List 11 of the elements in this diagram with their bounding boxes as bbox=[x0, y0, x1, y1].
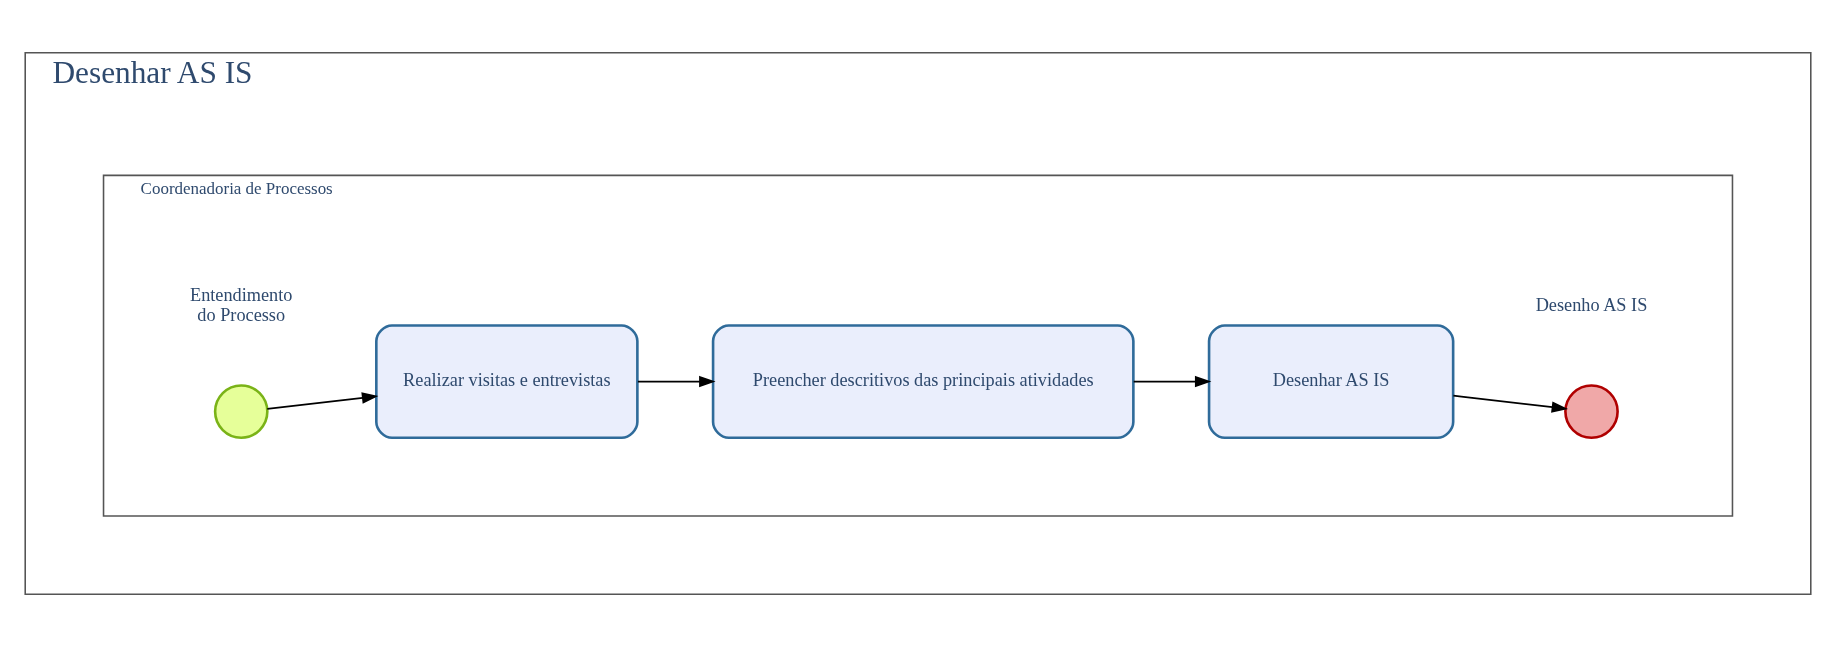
node-box: Realizar visitas e entrevistas bbox=[375, 324, 639, 439]
node-label: Entendimento do Processo bbox=[190, 284, 293, 325]
node-circle bbox=[1564, 384, 1619, 439]
arrow bbox=[266, 392, 379, 410]
node-label: Desenho AS IS bbox=[1535, 294, 1648, 315]
node-box: Desenhar AS IS bbox=[1207, 324, 1455, 439]
arrow bbox=[637, 375, 716, 388]
arrow bbox=[1132, 375, 1212, 388]
arrow bbox=[1452, 394, 1569, 413]
node-box: Preencher descritivos das principais atividades bbox=[711, 324, 1135, 439]
node-circle bbox=[213, 384, 269, 439]
